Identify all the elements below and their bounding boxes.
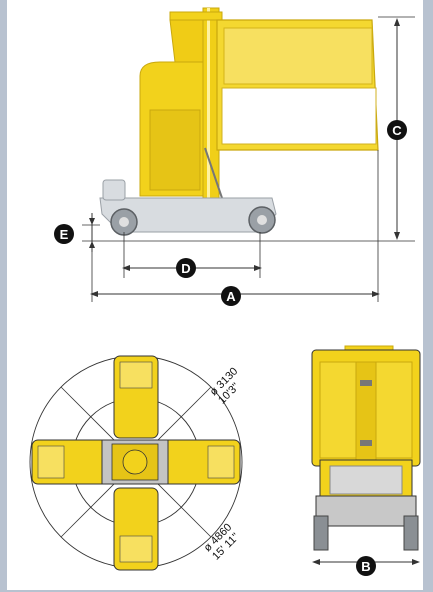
mast-top-cap xyxy=(169,19,204,63)
label-a: A xyxy=(226,289,236,304)
dim-a-arrow-right xyxy=(372,291,380,297)
dim-c-arrow-top xyxy=(394,18,400,26)
label-e: E xyxy=(60,227,69,242)
label-e-badge xyxy=(54,224,74,244)
rear-chassis xyxy=(315,495,417,527)
rear-wheel-right xyxy=(403,515,419,551)
rear-mast-bracket-1 xyxy=(360,380,372,386)
chassis-front xyxy=(102,179,126,201)
rear-view: B xyxy=(311,345,421,576)
platform-east-detail xyxy=(207,445,235,479)
label-c: C xyxy=(392,123,402,138)
platform-west-detail xyxy=(37,445,65,479)
label-a-badge xyxy=(221,286,241,306)
platform-upper-rail xyxy=(223,27,373,85)
dim-b-arrow-left xyxy=(312,559,320,565)
dim-d-arrow-right xyxy=(254,265,262,271)
dim-b-arrow-right xyxy=(412,559,420,565)
label-c-badge xyxy=(387,120,407,140)
rear-cover xyxy=(329,465,403,495)
mast-highlight xyxy=(207,8,210,220)
platform-south-detail xyxy=(119,535,153,563)
platform-lower-panel xyxy=(221,87,377,145)
label-d: D xyxy=(181,261,190,276)
body-panel xyxy=(149,109,201,191)
side-view: C E D A xyxy=(54,7,415,306)
platform-north-detail xyxy=(119,361,153,389)
label-b: B xyxy=(361,559,370,574)
rear-mast-bracket-2 xyxy=(360,440,372,446)
dim-e-arrow-bottom xyxy=(89,241,95,248)
label-b-badge xyxy=(356,556,376,576)
dim-c-arrow-bottom xyxy=(394,232,400,240)
lift-link xyxy=(204,147,223,199)
inner-diameter-label: ø 3130 10'3" xyxy=(208,365,242,406)
label-d-badge xyxy=(176,258,196,278)
overhead-guard xyxy=(169,11,223,21)
front-wheel-hub xyxy=(119,217,129,227)
dim-e-arrow-top xyxy=(89,218,95,225)
rear-wheel-left xyxy=(313,515,329,551)
dim-a-arrow-left xyxy=(90,291,98,297)
rear-wheel-hub xyxy=(257,215,267,225)
outer-diameter-label: ø 4860 15' 11" xyxy=(202,521,242,562)
top-view: ø 3130 10'3" ø 4860 15' 11" xyxy=(29,355,243,571)
central-turntable xyxy=(122,449,148,475)
dim-d-arrow-left xyxy=(122,265,130,271)
